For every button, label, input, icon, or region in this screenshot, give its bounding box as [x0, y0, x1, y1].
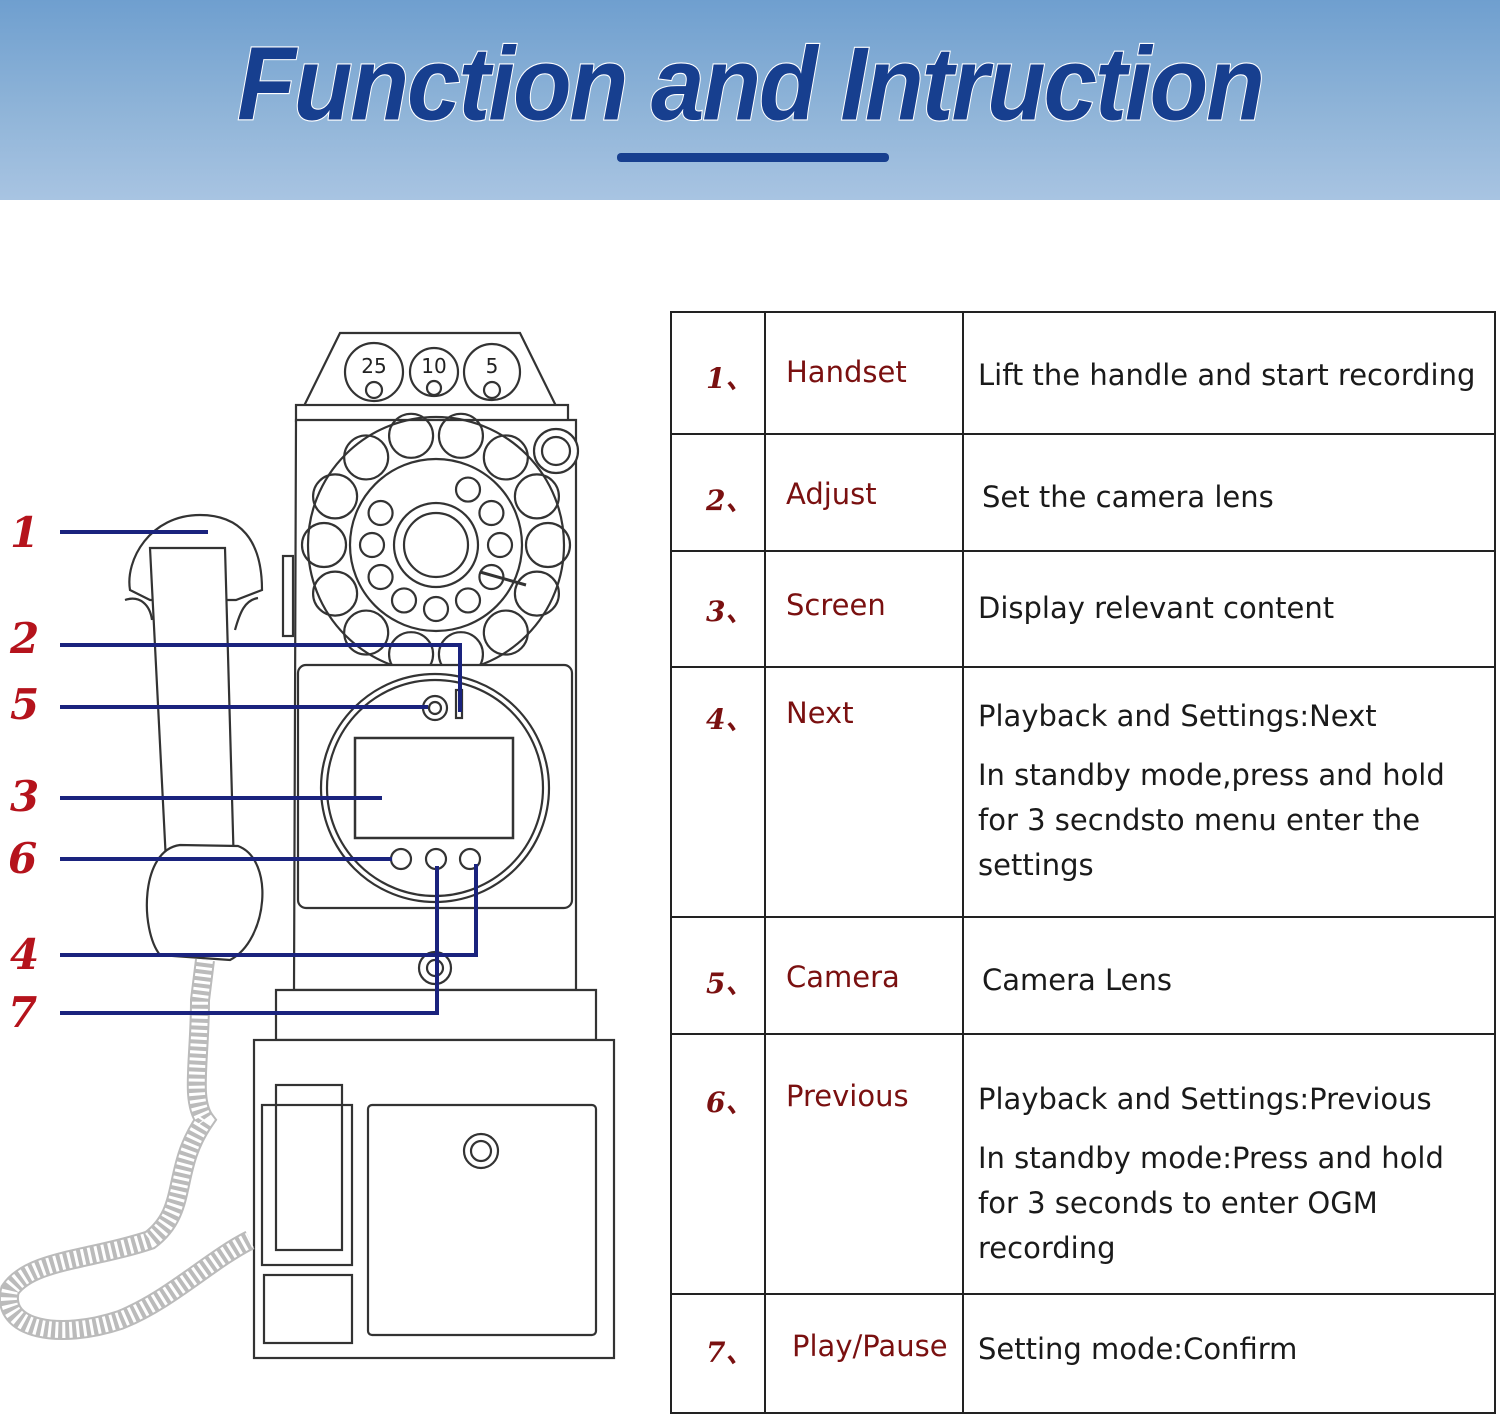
dial-hole [478, 563, 505, 591]
dial-hole [358, 531, 386, 559]
dial-hole [367, 563, 394, 591]
leader-lines [60, 530, 478, 1015]
table-row: 1、 Handset Lift the handle and start rec… [670, 311, 1496, 435]
desc-line: Setting mode:Confirm [978, 1332, 1298, 1366]
callout-7: 7 [8, 988, 38, 1037]
row-name: Handset [764, 311, 964, 435]
desc-line: Playback and Settings:Previous [978, 1082, 1432, 1116]
handset [0, 513, 295, 1340]
dial-petal [513, 570, 561, 617]
callout-2: 2 [10, 614, 40, 663]
desc-line: Set the camera lens [982, 480, 1274, 514]
desc-line: In standby mode,press and hold for 3 sec… [978, 758, 1445, 882]
row-number: 4、 [670, 666, 766, 918]
dial-petal [300, 521, 348, 569]
coin-label-10: 10 [421, 354, 446, 378]
table-row: 2、 Adjust Set the camera lens [670, 433, 1496, 552]
table-row: 6、 Previous Playback and Settings:Previo… [670, 1033, 1496, 1295]
dial-hole [454, 587, 482, 614]
callout-5: 5 [10, 680, 40, 729]
payphone-illustration: 25 10 5 [0, 331, 616, 1360]
table-row: 4、 Next Playback and Settings:Next In st… [670, 666, 1496, 918]
coin-label-25: 25 [361, 354, 386, 378]
callout-1: 1 [10, 508, 40, 557]
dial-petal [387, 412, 435, 459]
row-desc: Playback and Settings:Next In standby mo… [962, 666, 1496, 918]
table-row: 7、 Play/Pause Setting mode:Confirm [670, 1293, 1496, 1414]
callout-6: 6 [8, 834, 38, 883]
row-desc: Set the camera lens [962, 433, 1496, 552]
row-number: 7、 [670, 1293, 766, 1414]
next-button [458, 847, 482, 871]
dial-petal [311, 570, 359, 617]
row-name: Next [764, 666, 964, 918]
dial-hole [422, 595, 450, 623]
row-desc: Camera Lens [962, 916, 1496, 1035]
row-desc: Setting mode:Confirm [962, 1293, 1496, 1414]
dial-petal [482, 434, 529, 481]
row-desc: Display relevant content [962, 550, 1496, 668]
table-row: 3、 Screen Display relevant content [670, 550, 1496, 668]
dial-hole [454, 476, 482, 503]
function-table: 1、 Handset Lift the handle and start rec… [670, 311, 1496, 1414]
row-name: Adjust [764, 433, 964, 552]
desc-line: Lift the handle and start recording [978, 358, 1476, 392]
dial-petal [437, 412, 485, 459]
desc-line: Display relevant content [978, 591, 1335, 625]
dial-petal [311, 473, 359, 520]
callout-4: 4 [10, 930, 40, 979]
row-number: 1、 [670, 311, 766, 435]
row-desc: Playback and Settings:Previous In standb… [962, 1033, 1496, 1295]
dial-hole [478, 499, 505, 527]
row-name: Camera [764, 916, 964, 1035]
screen-display [353, 736, 515, 840]
desc-line: Playback and Settings:Next [978, 699, 1377, 733]
row-name: Screen [764, 550, 964, 668]
dial-petal [513, 473, 561, 520]
desc-line: Camera Lens [982, 963, 1173, 997]
desc-line: In standby mode:Press and hold for 3 sec… [978, 1141, 1444, 1265]
dial-petal [343, 609, 390, 656]
dial-hole [486, 531, 514, 559]
title-underline [617, 153, 889, 162]
header-banner: Function and Intruction [0, 0, 1500, 200]
dial-hole [390, 587, 418, 614]
dial-petal [343, 434, 390, 481]
row-name: Play/Pause [764, 1293, 964, 1414]
callout-3: 3 [10, 772, 40, 821]
coin-box: 25 10 5 [294, 331, 570, 423]
table-row: 5、 Camera Camera Lens [670, 916, 1496, 1035]
phone-body [292, 412, 580, 992]
page-title: Function and Intruction [236, 26, 1266, 144]
row-number: 3、 [670, 550, 766, 668]
row-number: 6、 [670, 1033, 766, 1295]
coin-label-5: 5 [486, 354, 499, 378]
row-number: 2、 [670, 433, 766, 552]
dial-petal [524, 521, 572, 569]
dial-hole [367, 499, 394, 527]
phone-base [252, 988, 616, 1360]
dial-petal [482, 609, 529, 656]
row-desc: Lift the handle and start recording [962, 311, 1496, 435]
row-name: Previous [764, 1033, 964, 1295]
row-number: 5、 [670, 916, 766, 1035]
